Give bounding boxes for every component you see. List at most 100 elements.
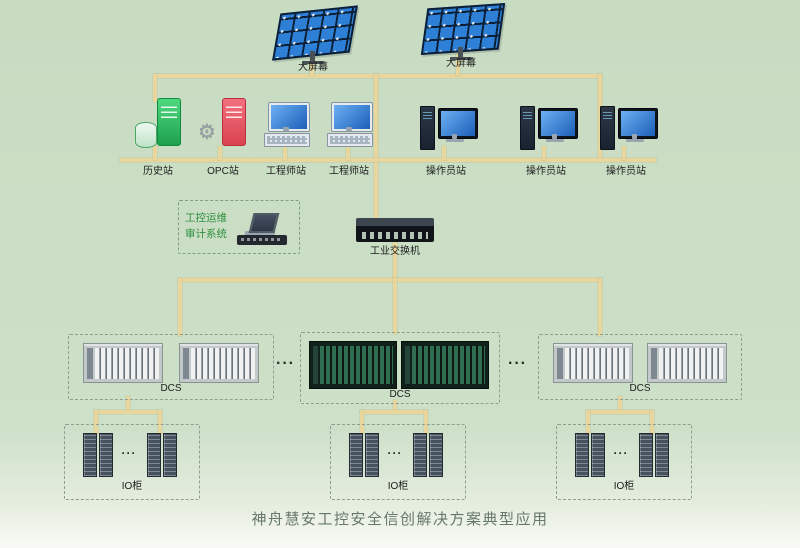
- station-stub-line: [622, 146, 626, 160]
- io-group-2: ··· IO柜: [330, 424, 466, 500]
- plc-rack-icon: [309, 341, 397, 389]
- screen1-connector-line: [310, 58, 314, 76]
- screen-stand-icon: [458, 47, 463, 58]
- dcs2-drop-line: [393, 278, 397, 334]
- engineer-station-1: 工程师站: [260, 102, 312, 177]
- main-drop-line: [374, 74, 378, 222]
- industrial-switch-icon: [356, 218, 434, 242]
- monitor-icon: [331, 102, 373, 132]
- screen-base-icon: [302, 61, 324, 64]
- station-stub-line: [153, 146, 157, 160]
- station-label: OPC站: [207, 166, 239, 177]
- io-group-1: ··· IO柜: [64, 424, 200, 500]
- station-stub-line: [542, 146, 546, 160]
- operator-station-2: 操作员站: [518, 100, 578, 177]
- computer-tower-icon: [420, 106, 435, 150]
- gear-icon: ⚙: [198, 121, 216, 143]
- io3-bus-line: [586, 410, 654, 414]
- station-stub-line: [218, 146, 222, 160]
- io-cabinet-pair-icon: [147, 433, 177, 477]
- switch-top-face: [356, 218, 434, 226]
- engineer-station-2: 工程师站: [323, 102, 375, 177]
- io-cabinet-icon: [639, 433, 653, 477]
- dcs-label: DCS: [389, 389, 411, 400]
- big-screen-1-label: 大屏幕: [298, 62, 328, 73]
- left-drop-line: [153, 74, 157, 102]
- keyboard-icon: [264, 133, 310, 147]
- io-cabinet-icon: [413, 433, 427, 477]
- monitor-base-icon: [626, 139, 644, 142]
- monitor-stand-icon: [283, 127, 289, 131]
- big-screen-icon: [420, 2, 506, 56]
- database-cylinder-icon: [135, 122, 157, 148]
- io-cabinet-icon: [591, 433, 605, 477]
- big-screen-icon: [272, 5, 358, 61]
- io-cabinet-icon: [83, 433, 97, 477]
- plc-rack-icon: [179, 343, 259, 383]
- io2-stub-line: [360, 410, 364, 434]
- ellipsis-dots: ···: [121, 446, 137, 460]
- io1-bus-line: [94, 410, 162, 414]
- io-cabinet-icon: [349, 433, 363, 477]
- io-cabinet-pair-icon: [349, 433, 379, 477]
- io-cabinet-icon: [429, 433, 443, 477]
- screen-base-icon: [450, 57, 472, 60]
- io-cabinet-icon: [147, 433, 161, 477]
- keyboard-icon: [327, 133, 373, 147]
- io3-stub-line: [650, 410, 654, 434]
- io-label: IO柜: [121, 481, 143, 492]
- field-bus-line: [178, 278, 602, 282]
- io2-stub-line: [424, 410, 428, 434]
- io-label: IO柜: [613, 481, 635, 492]
- monitor-icon: [438, 108, 478, 139]
- dcs-label: DCS: [160, 383, 182, 394]
- monitor-icon: [268, 102, 310, 132]
- io-cabinet-icon: [365, 433, 379, 477]
- big-screen-2-label: 大屏幕: [446, 58, 476, 69]
- dcs-label: DCS: [629, 383, 651, 394]
- io3-stub-line: [586, 410, 590, 434]
- io-cabinet-pair-icon: [83, 433, 113, 477]
- monitor-base-icon: [546, 139, 564, 142]
- monitor-stand-icon: [552, 134, 557, 139]
- station-stub-line: [346, 146, 350, 160]
- io-cabinet-icon: [163, 433, 177, 477]
- plc-rack-icon: [401, 341, 489, 389]
- io-cabinet-pair-icon: [639, 433, 669, 477]
- io-cabinet-icon: [99, 433, 113, 477]
- plc-rack-icon: [83, 343, 163, 383]
- ellipsis-dots: ···: [387, 446, 403, 460]
- computer-tower-icon: [600, 106, 615, 150]
- opc-station: ⚙ OPC站: [198, 96, 248, 177]
- plc-rack-icon: [553, 343, 633, 383]
- station-label: 操作员站: [526, 166, 566, 177]
- switch-label: 工业交换机: [370, 246, 420, 257]
- server-icon: [157, 98, 181, 146]
- io-label: IO柜: [387, 481, 409, 492]
- server-icon: [222, 98, 246, 146]
- io-cabinet-pair-icon: [413, 433, 443, 477]
- station-stub-line: [283, 146, 287, 160]
- switch-drop-line: [393, 240, 397, 282]
- monitor-screen: [441, 111, 475, 136]
- ellipsis-dots: ···: [276, 355, 295, 372]
- io2-bus-line: [360, 410, 428, 414]
- monitor-screen: [334, 105, 370, 129]
- io3-drop-line: [618, 396, 622, 412]
- dcs3-drop-line: [598, 278, 602, 336]
- dcs1-drop-line: [178, 278, 182, 336]
- io-cabinet-icon: [575, 433, 589, 477]
- dcs-group-3: DCS: [538, 334, 742, 400]
- monitor-stand-icon: [632, 134, 637, 139]
- operator-station-1: 操作员站: [418, 100, 478, 177]
- audit-system-label: 工控运维 审计系统: [185, 211, 227, 243]
- monitor-screen: [541, 111, 575, 136]
- dcs-group-2: DCS: [300, 332, 500, 404]
- screen-stand-icon: [310, 51, 315, 62]
- station-label: 工程师站: [329, 166, 369, 177]
- station-bus-line: [120, 158, 656, 162]
- station-label: 工程师站: [266, 166, 306, 177]
- monitor-base-icon: [446, 139, 464, 142]
- audit-label-line2: 审计系统: [185, 227, 227, 240]
- io-group-3: ··· IO柜: [556, 424, 692, 500]
